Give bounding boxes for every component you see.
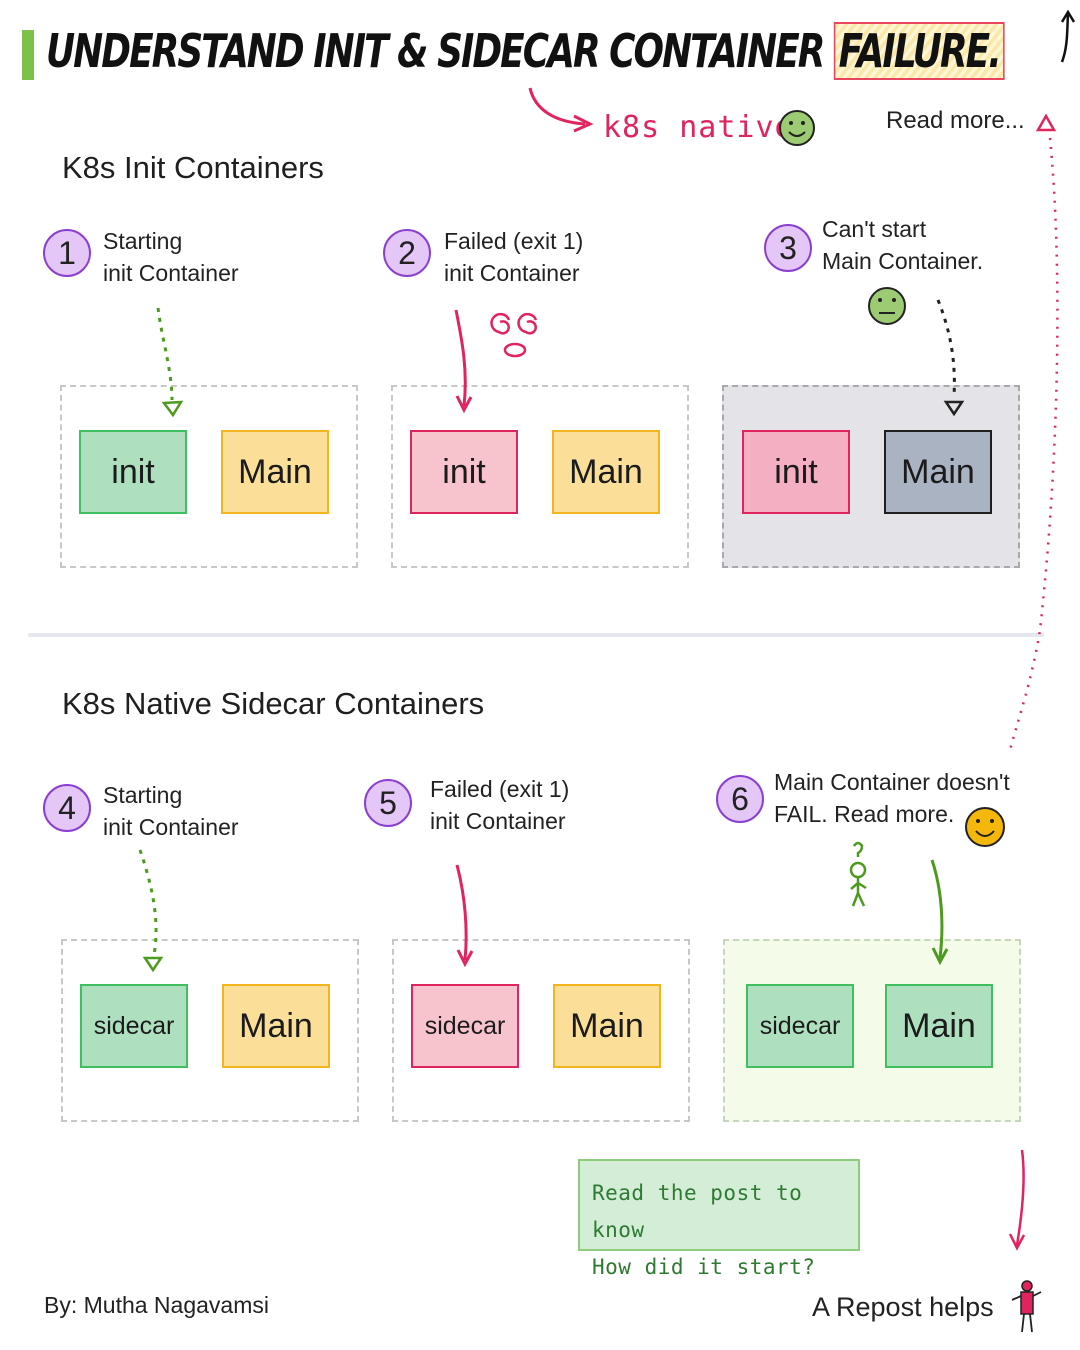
page-title: Understand Init & Sidecar Container Fail… xyxy=(46,22,1005,80)
confused-figure-icon xyxy=(849,841,867,907)
title-accent-bar xyxy=(22,30,34,80)
step-5-text: Failed (exit 1) init Container xyxy=(430,773,569,837)
triangle-icon xyxy=(1035,113,1057,132)
sidecar-section-title: K8s Native Sidecar Containers xyxy=(62,686,485,721)
step-3-text: Can't start Main Container. xyxy=(822,213,983,277)
step-6-text: Main Container doesn't FAIL. Read more. xyxy=(774,766,1010,830)
step-badge-2: 2 xyxy=(383,229,431,277)
step-badge-1: 1 xyxy=(43,229,91,277)
main-box: Main xyxy=(221,430,329,514)
arrow-up-icon xyxy=(1060,9,1076,63)
step-4-text: Starting init Container xyxy=(103,779,239,843)
step-2-line1: Failed (exit 1) xyxy=(444,228,584,254)
author-byline: By: Mutha Nagavamsi xyxy=(44,1292,269,1318)
init-box: init xyxy=(79,430,187,514)
sidecar-box: sidecar xyxy=(80,984,188,1068)
pod-5 xyxy=(392,939,690,1122)
person-icon xyxy=(1011,1280,1042,1333)
main-box: Main xyxy=(552,430,660,514)
section-divider xyxy=(28,633,1044,637)
step-5-line2: init Container xyxy=(430,808,566,834)
step-1-line2: init Container xyxy=(103,260,239,286)
step-6-line2: FAIL. Read more. xyxy=(774,801,955,827)
step-badge-4: 4 xyxy=(43,784,91,832)
note-line1: Read the post to know xyxy=(592,1181,803,1242)
pod-1 xyxy=(60,385,358,568)
step-1-line1: Starting xyxy=(103,228,183,254)
repost-cta: A Repost helps xyxy=(812,1292,994,1322)
init-box-failed: init xyxy=(742,430,850,514)
pod-4 xyxy=(61,939,359,1122)
dizzy-face-icon xyxy=(490,312,538,358)
step-3-line1: Can't start xyxy=(822,216,927,242)
read-post-note: Read the post to know How did it start? xyxy=(578,1159,860,1279)
note-line2: How did it start? xyxy=(592,1255,816,1279)
sad-face-icon xyxy=(868,287,906,325)
main-box-running: Main xyxy=(885,984,993,1068)
step-1-text: Starting init Container xyxy=(103,225,239,289)
step-badge-3: 3 xyxy=(764,224,812,272)
init-section-title: K8s Init Containers xyxy=(62,150,324,185)
title-highlight: Failure. xyxy=(833,22,1005,80)
sidecar-box-failed: sidecar xyxy=(411,984,519,1068)
step-2-text: Failed (exit 1) init Container xyxy=(444,225,583,289)
step-2-line2: init Container xyxy=(444,260,580,286)
step-5-line1: Failed (exit 1) xyxy=(430,776,570,802)
down-arrow-icon xyxy=(1008,1149,1026,1251)
sidecar-box-restarted: sidecar xyxy=(746,984,854,1068)
step-3-line2: Main Container. xyxy=(822,248,984,274)
init-box-failed: init xyxy=(410,430,518,514)
curved-arrow-icon xyxy=(528,87,594,133)
pod-2 xyxy=(391,385,689,568)
k8s-native-annotation: k8s native xyxy=(603,110,794,145)
step-6-line1: Main Container doesn't xyxy=(774,769,1010,795)
title-main: Understand Init & Sidecar Container xyxy=(46,24,834,78)
step-4-line2: init Container xyxy=(103,814,239,840)
main-box-blocked: Main xyxy=(884,430,992,514)
step-badge-5: 5 xyxy=(364,779,412,827)
main-box: Main xyxy=(222,984,330,1068)
read-more-link[interactable]: Read more... xyxy=(886,107,1025,134)
step-4-line1: Starting xyxy=(103,782,183,808)
step-badge-6: 6 xyxy=(716,775,764,823)
main-box: Main xyxy=(553,984,661,1068)
